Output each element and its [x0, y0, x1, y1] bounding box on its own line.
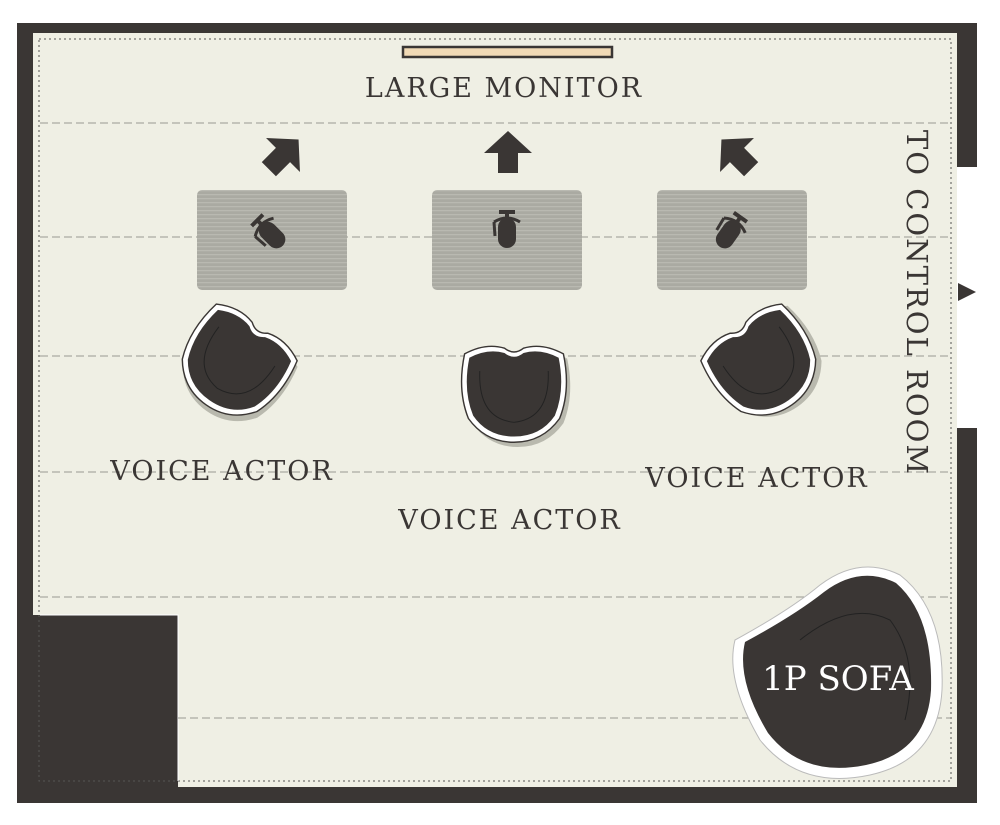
voice-actor-label-3: VOICE ACTOR	[644, 463, 868, 494]
mic-desk-3	[657, 190, 807, 290]
sofa-label: 1P SOFA	[762, 659, 914, 699]
large-monitor	[401, 45, 614, 59]
exit-arrow-icon	[958, 283, 976, 301]
monitor-label: LARGE MONITOR	[365, 73, 643, 104]
control-room-label: TO CONTROL ROOM	[900, 130, 934, 476]
voice-actor-label-2: VOICE ACTOR	[397, 505, 621, 536]
corner-wall-block	[17, 615, 178, 803]
mic-desk-1	[197, 190, 347, 290]
voice-actor-label-1: VOICE ACTOR	[109, 456, 333, 487]
sofa: 1P SOFA	[732, 566, 943, 779]
mic-desk-2	[432, 190, 582, 290]
